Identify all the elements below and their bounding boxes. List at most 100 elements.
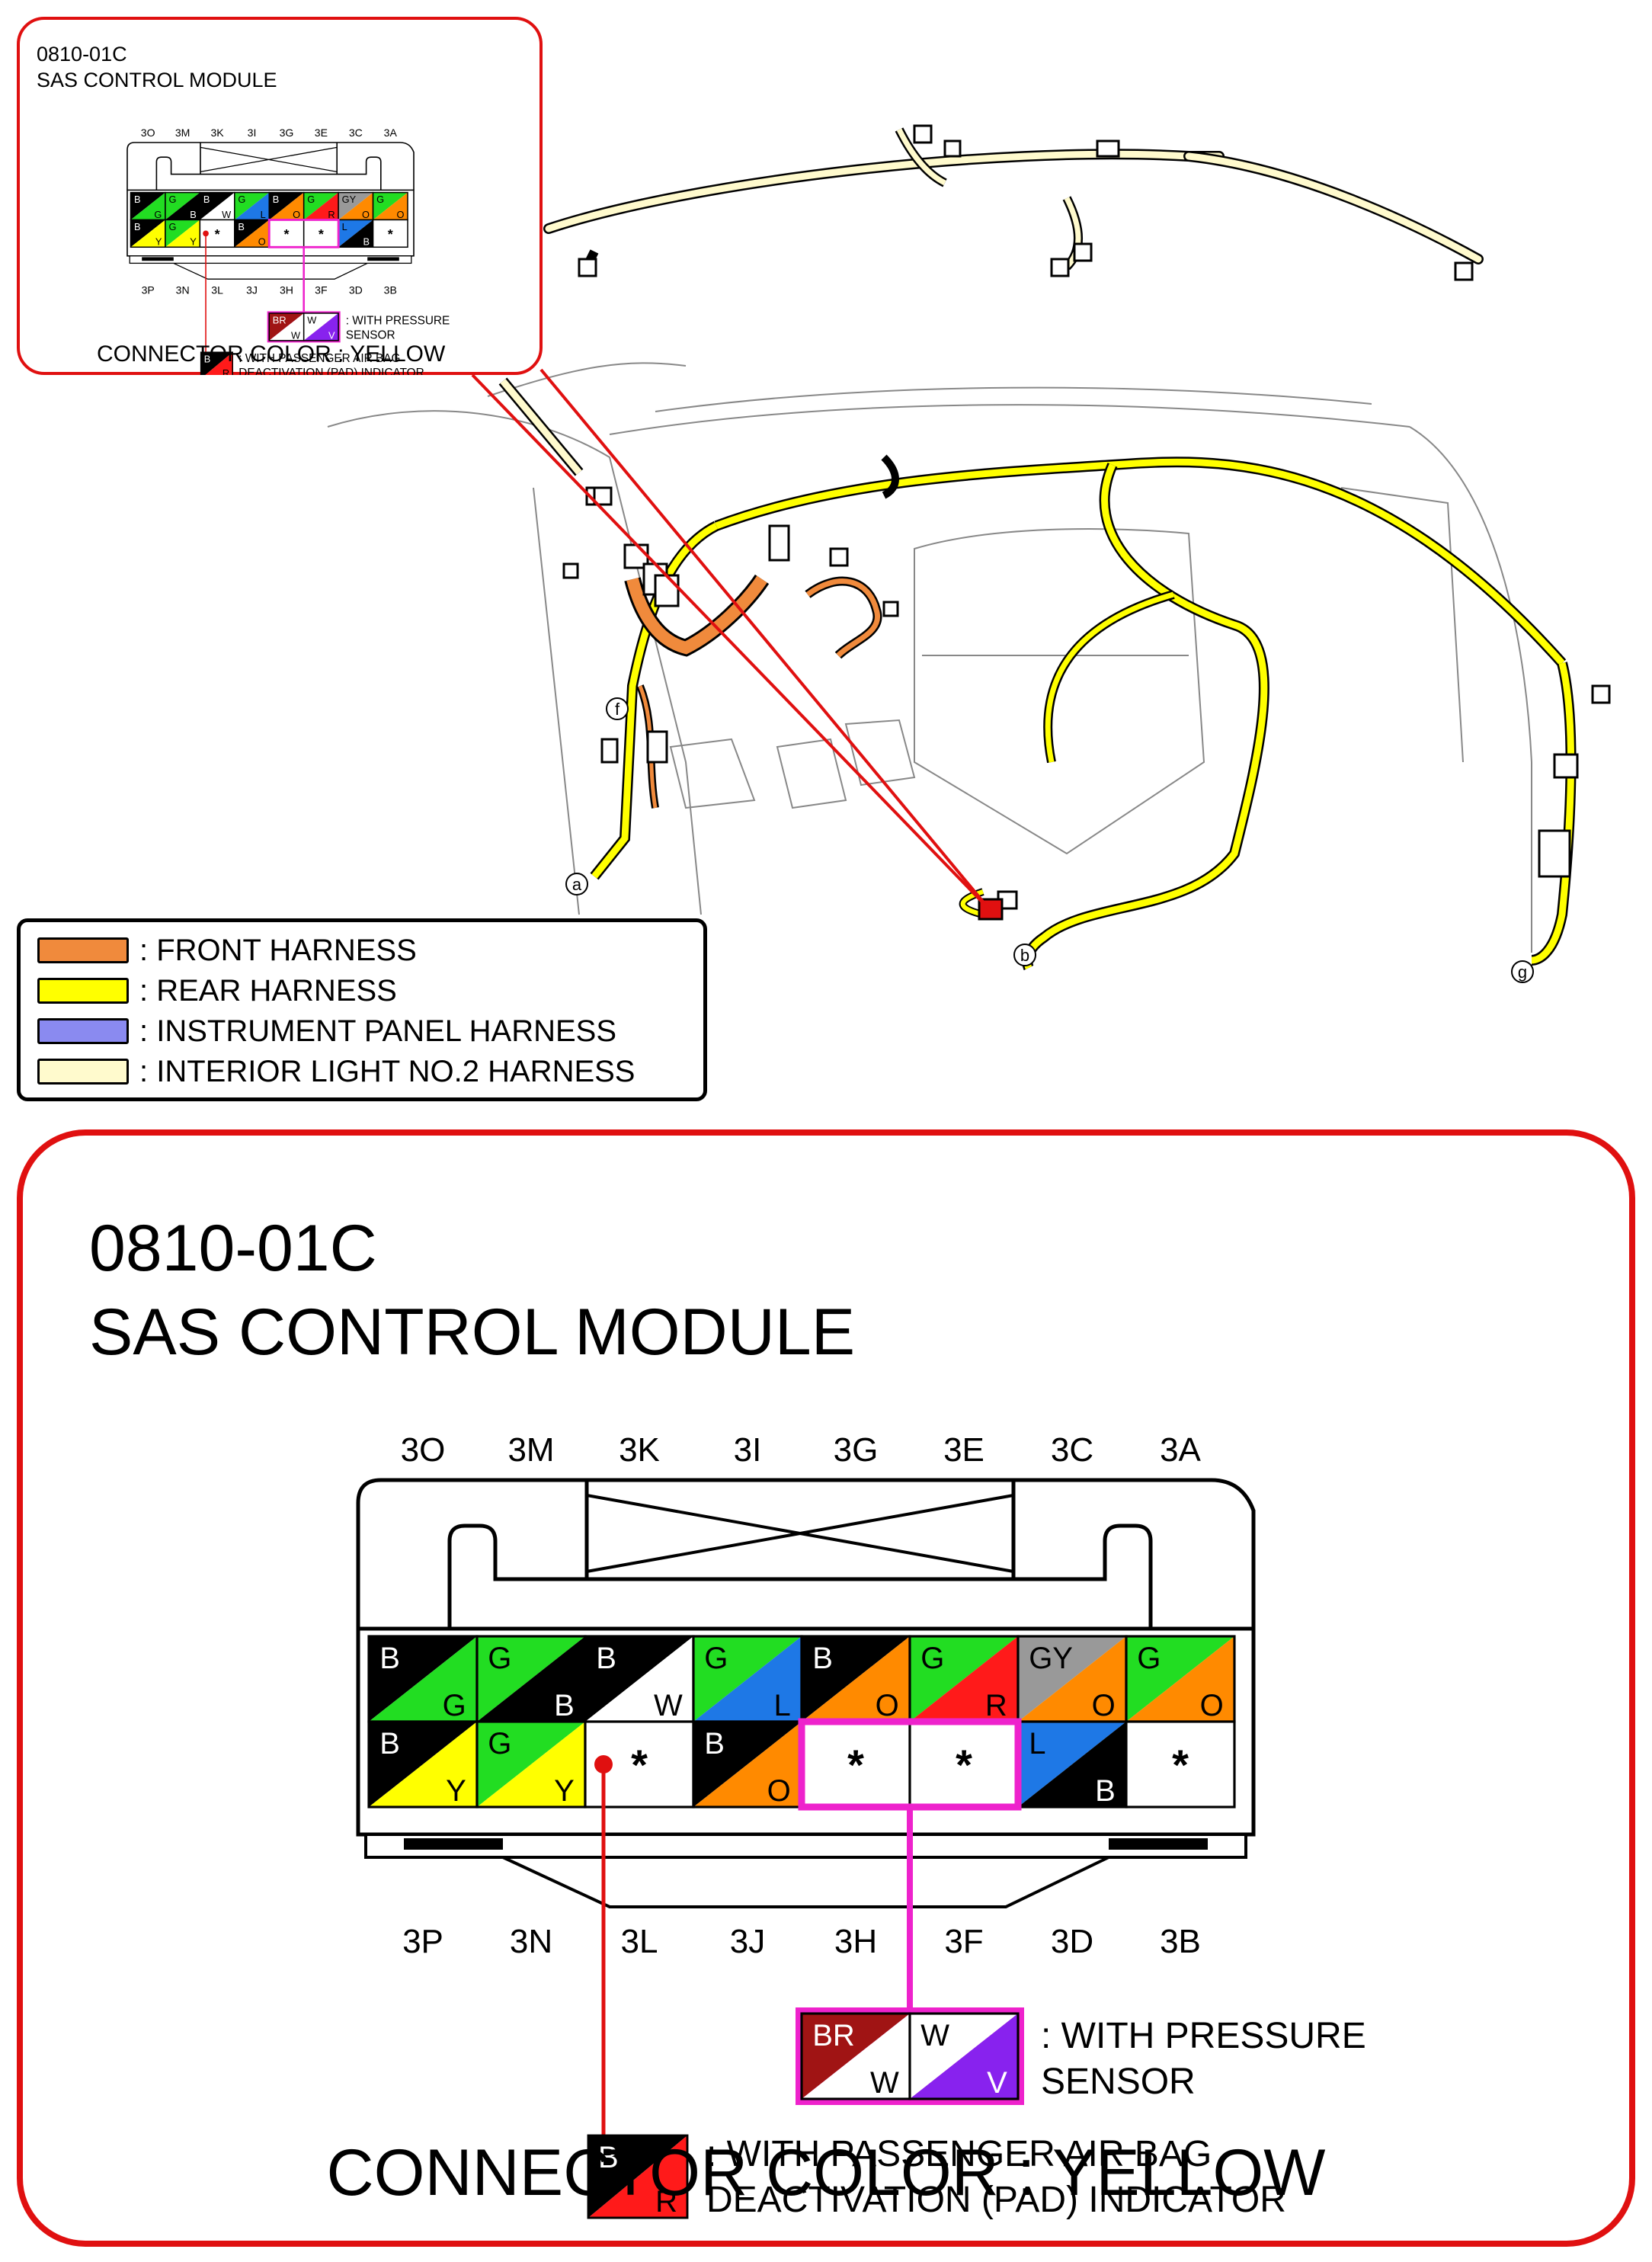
pin-label-bottom: 3D <box>349 284 363 296</box>
wire-stripe-code: O <box>362 209 370 220</box>
wire-color-code: G <box>488 1642 511 1675</box>
wire-stripe-code: O <box>293 209 300 220</box>
wire-stripe-code: B <box>363 236 370 248</box>
wire-cell: GB <box>165 191 201 221</box>
wire-stripe-code: R <box>223 367 229 375</box>
wire-cell: BO <box>268 191 305 221</box>
connector-id: 0810-01C <box>89 1212 377 1285</box>
wire-color-code: G <box>376 194 384 205</box>
pin-label-bottom: 3F <box>944 1923 983 1960</box>
legend-label: : FRONT HARNESS <box>139 933 417 967</box>
legend-swatch <box>37 1018 129 1044</box>
unused-pin-mark: * <box>847 1741 864 1789</box>
pin-label-bottom: 3D <box>1051 1923 1093 1960</box>
pin-label-bottom: 3H <box>280 284 293 296</box>
wire-color-stripe <box>130 219 165 248</box>
body-outline <box>327 362 1532 953</box>
legend-item-front: : FRONT HARNESS <box>37 934 417 967</box>
wire-cell: GO <box>372 191 408 221</box>
wire-stripe-code: R <box>655 2185 677 2219</box>
wire-cell: * <box>372 219 408 248</box>
wire-color-stripe <box>1018 1636 1126 1722</box>
pin-label-bottom: 3J <box>730 1923 765 1960</box>
pin-label-top: 3O <box>141 127 155 139</box>
location-marker-f: f <box>606 697 629 720</box>
wire-color-stripe <box>200 192 235 220</box>
wire-color-stripe <box>165 192 200 220</box>
pin-label-top: 3K <box>210 127 224 139</box>
pin-label-top: 3M <box>507 1431 554 1469</box>
wire-stripe-code: W <box>291 329 301 341</box>
wire-color-code: L <box>342 221 347 232</box>
wire-stripe-code: Y <box>554 1774 575 1808</box>
wire-color-primary <box>130 219 165 248</box>
unused-pin-mark: * <box>215 226 220 242</box>
wire-cell: * <box>908 1720 1020 1809</box>
wire-color-stripe <box>130 192 165 220</box>
pin-label-top: 3I <box>734 1431 762 1469</box>
legend-label: : INSTRUMENT PANEL HARNESS <box>139 1014 617 1048</box>
wire-cell: LB <box>1016 1720 1128 1809</box>
wire-color-code: B <box>812 1642 833 1675</box>
wire-cell: LB <box>338 219 374 248</box>
connector-housing <box>126 142 415 191</box>
legend-item-interior-light: : INTERIOR LIGHT NO.2 HARNESS <box>37 1055 636 1088</box>
wire-color-code: W <box>920 2019 949 2052</box>
wire-cell: WV <box>908 2012 1020 2100</box>
interior-light-harness <box>498 127 1484 476</box>
wire-color-code: BR <box>273 314 287 325</box>
wire-color-stripe <box>234 219 270 248</box>
wire-color-code: G <box>168 194 176 205</box>
wire-cell: WV <box>303 312 339 341</box>
wire-color-stripe <box>477 1722 585 1807</box>
pin-label-top: 3G <box>834 1431 879 1469</box>
wire-color-code: L <box>1029 1727 1045 1761</box>
pin-label-bottom: 3J <box>246 284 258 296</box>
svg-text:g: g <box>1518 963 1527 982</box>
wire-cell: GB <box>475 1635 587 1723</box>
pin-label-top: 3A <box>1160 1431 1201 1469</box>
wire-color-stripe <box>477 1636 585 1722</box>
wire-color-stripe <box>338 192 373 220</box>
legend-label: : REAR HARNESS <box>139 973 397 1008</box>
wire-stripe-code: B <box>190 209 197 220</box>
pin-label-bottom: 3F <box>315 284 328 296</box>
connector-housing <box>356 1478 1256 1629</box>
pin-label-top: 3A <box>384 127 398 139</box>
pin-label-top: 3E <box>315 127 328 139</box>
wire-cell: BR W <box>268 312 305 341</box>
wire-stripe-code: Y <box>155 236 162 248</box>
wire-color-stripe <box>1126 1636 1234 1722</box>
pin-label-top: 3G <box>280 127 294 139</box>
wire-color-stripe <box>234 192 270 220</box>
wire-color-code: G <box>168 221 176 232</box>
wire-color-code: G <box>488 1727 511 1761</box>
wire-cell-border <box>303 312 339 341</box>
connector-key-right <box>367 257 399 261</box>
wire-stripe-code: W <box>654 1689 683 1722</box>
wire-color-stripe <box>205 352 233 375</box>
inset-connector-name: SAS CONTROL MODULE <box>37 69 277 91</box>
wire-cell: GL <box>234 191 270 221</box>
pin-label-bottom: 3P <box>402 1923 443 1960</box>
pad-indicator-label: : WITH PASSENGER AIR BAG <box>706 2134 1212 2174</box>
dash-connectors <box>562 486 1611 910</box>
legend-swatch <box>37 937 129 963</box>
empty-cavity <box>800 1720 911 1809</box>
pin-label-top: 3C <box>349 127 363 139</box>
pin-label-top: 3I <box>248 127 257 139</box>
svg-text:f: f <box>615 700 620 719</box>
pressure-sensor-label: : WITH PRESSURE <box>1041 2016 1366 2056</box>
wire-color-stripe <box>373 192 408 220</box>
wire-cell: BR <box>587 2134 689 2219</box>
wire-color-stripe <box>165 219 200 248</box>
callout-leader-line <box>539 368 992 912</box>
wire-stripe-code: O <box>396 209 404 220</box>
inset-connector: BGBY3O3PGBGY3M3NBW*3K3LGLBO3I3JBO*3G3HGR… <box>126 127 450 375</box>
pressure-sensor-label: SENSOR <box>346 329 395 342</box>
inset-connector-diagram: 0810-01C SAS CONTROL MODULE BGBY3O3PGBGY… <box>37 43 450 375</box>
wire-stripe-code: V <box>328 329 335 341</box>
connector-latch-left <box>155 143 201 191</box>
wire-color-code: B <box>598 2141 619 2174</box>
